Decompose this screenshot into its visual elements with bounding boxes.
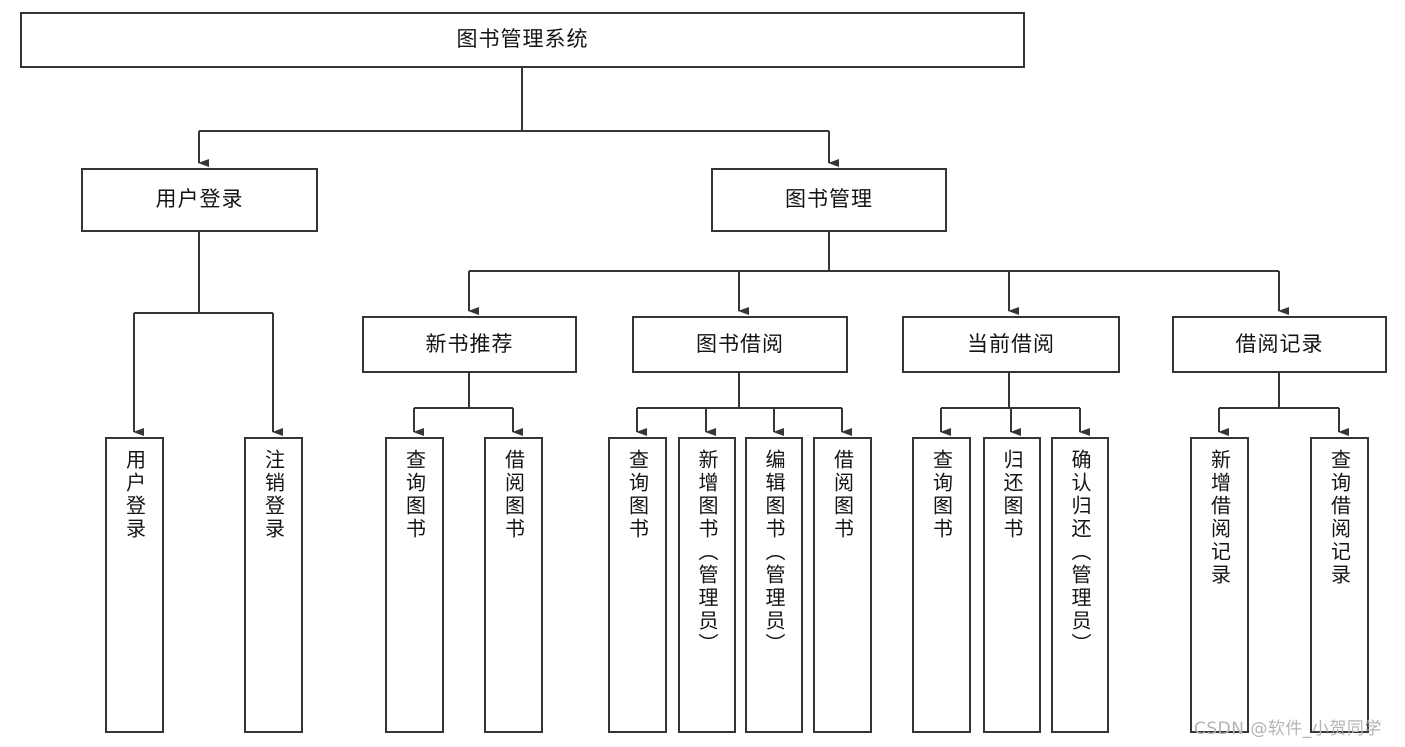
- node-leaf-add-book[interactable]: 新增图书（管理员）: [678, 437, 736, 733]
- node-user-login[interactable]: 用户登录: [81, 168, 318, 232]
- node-leaf-query-record[interactable]: 查询借阅记录: [1310, 437, 1369, 733]
- node-label: 图书管理: [785, 187, 873, 212]
- node-current-borrow[interactable]: 当前借阅: [902, 316, 1120, 373]
- node-root[interactable]: 图书管理系统: [20, 12, 1025, 68]
- node-leaf-logout[interactable]: 注销登录: [244, 437, 303, 733]
- node-leaf-borrow-book-rec[interactable]: 借阅图书: [484, 437, 543, 733]
- node-label: 编辑图书（管理员）: [762, 449, 786, 656]
- node-leaf-query-book-cur[interactable]: 查询图书: [912, 437, 971, 733]
- node-leaf-user-login[interactable]: 用户登录: [105, 437, 164, 733]
- node-label: 图书借阅: [696, 331, 784, 356]
- node-label: 归还图书: [1000, 449, 1024, 541]
- node-label: 借阅记录: [1235, 331, 1324, 356]
- node-borrow-record[interactable]: 借阅记录: [1172, 316, 1387, 373]
- node-label: 查询图书: [625, 449, 650, 541]
- node-label: 新增借阅记录: [1207, 449, 1232, 587]
- node-label: 确认归还（管理员）: [1068, 449, 1092, 656]
- node-label: 查询图书: [929, 449, 954, 541]
- node-label: 借阅图书: [830, 449, 855, 541]
- node-leaf-add-record[interactable]: 新增借阅记录: [1190, 437, 1249, 733]
- node-leaf-query-book-borrow[interactable]: 查询图书: [608, 437, 667, 733]
- node-label: 新增图书（管理员）: [695, 449, 719, 656]
- node-new-book-rec[interactable]: 新书推荐: [362, 316, 577, 373]
- node-leaf-query-book-rec[interactable]: 查询图书: [385, 437, 444, 733]
- node-leaf-edit-book[interactable]: 编辑图书（管理员）: [745, 437, 803, 733]
- node-label: 查询借阅记录: [1327, 449, 1352, 587]
- node-label: 注销登录: [261, 449, 286, 541]
- connector-group: [132, 68, 1349, 436]
- node-label: 借阅图书: [501, 449, 526, 541]
- node-label: 当前借阅: [967, 331, 1055, 356]
- node-label: 用户登录: [122, 449, 147, 541]
- node-label: 查询图书: [402, 449, 427, 541]
- node-label: 图书管理系统: [456, 27, 589, 52]
- node-book-manage[interactable]: 图书管理: [711, 168, 947, 232]
- node-leaf-borrow-book[interactable]: 借阅图书: [813, 437, 872, 733]
- node-book-borrow[interactable]: 图书借阅: [632, 316, 848, 373]
- node-leaf-confirm-return[interactable]: 确认归还（管理员）: [1051, 437, 1109, 733]
- node-label: 用户登录: [155, 187, 244, 212]
- node-leaf-return-book[interactable]: 归还图书: [983, 437, 1041, 733]
- node-label: 新书推荐: [425, 331, 514, 356]
